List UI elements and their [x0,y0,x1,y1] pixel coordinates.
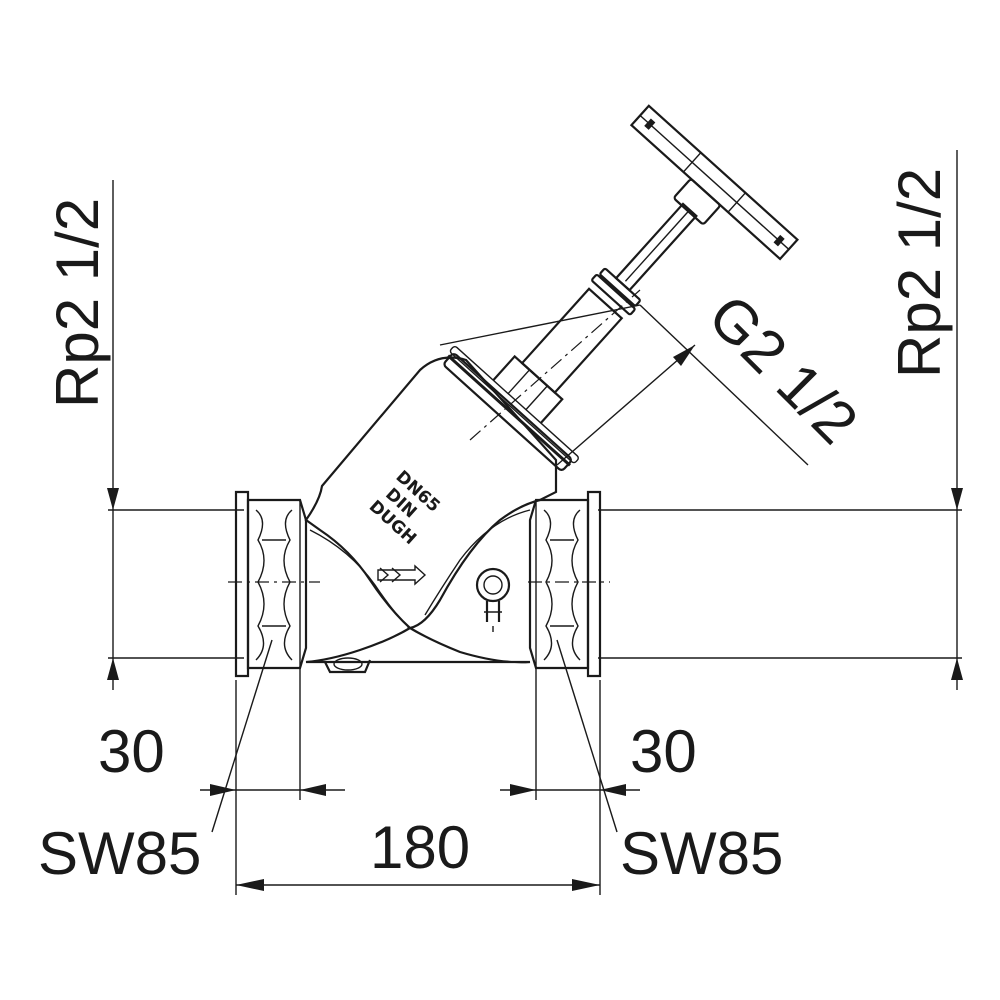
bonnet-collar [443,353,572,471]
body-marking: DN65 DIN DUGH [365,467,444,549]
bonnet-sleeve [520,287,624,395]
left-hex-nut [246,498,308,670]
bonnet-thread-label: G2 1/2 [696,282,871,457]
right-wrench-size-label: SW85 [620,820,783,887]
right-length-30-label: 30 [630,718,697,785]
dimension-labels: Rp2 1/2 Rp2 1/2 G2 1/2 30 30 180 SW85 SW… [38,168,953,887]
valve-bonnet-assembly [443,104,800,471]
bottom-drain-boss [324,659,372,674]
left-thread-label: Rp2 1/2 [44,198,111,408]
right-hex-nut [528,498,590,670]
right-thread-label: Rp2 1/2 [886,168,953,378]
drain-port [475,567,511,632]
left-wrench-size-label: SW85 [38,820,201,887]
dimension-lines [107,150,963,895]
right-end-ring [586,490,602,678]
handwheel [629,104,800,261]
left-end-ring [234,490,250,678]
overall-length-label: 180 [370,814,470,881]
left-length-30-label: 30 [98,718,165,785]
flow-direction-arrow [377,564,427,586]
valve-body: DN65 DIN DUGH [234,356,602,678]
